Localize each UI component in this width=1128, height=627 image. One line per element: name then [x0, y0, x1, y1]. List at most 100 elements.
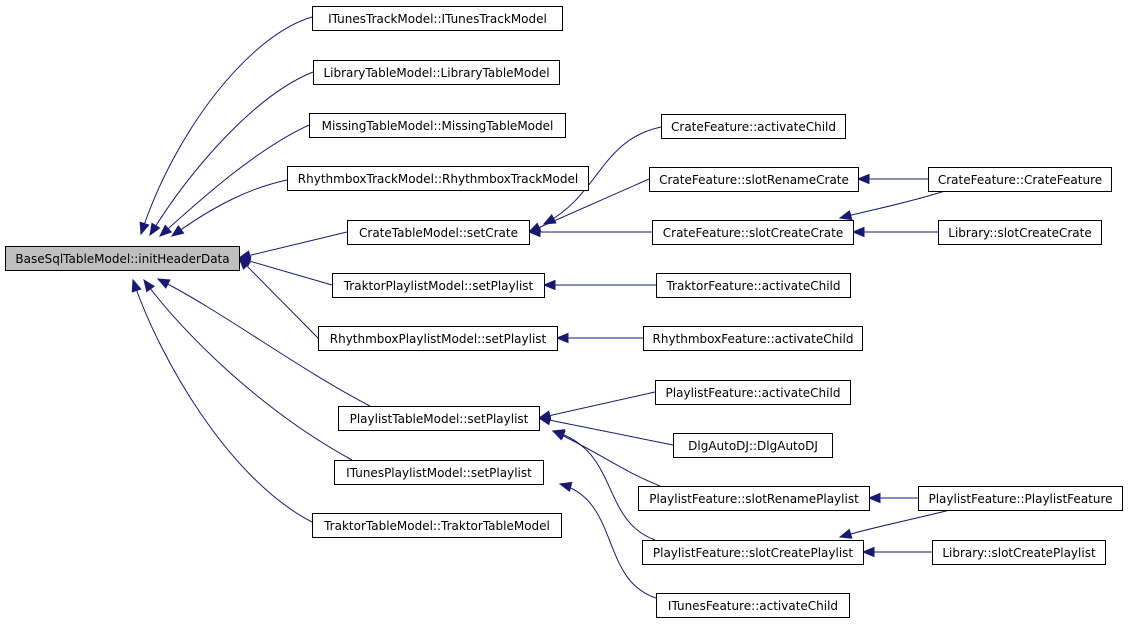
node-crate_set[interactable]: CrateTableModel::setCrate [347, 220, 530, 245]
arrowhead-crate_feature-to-crate_rename [856, 173, 870, 185]
arrowhead-itunes_track-to-root [139, 221, 150, 236]
node-box[interactable] [313, 60, 560, 85]
node-itunes_activate[interactable]: ITunesFeature::activateChild [656, 593, 850, 618]
node-pl_rename[interactable]: PlaylistFeature::slotRenamePlaylist [638, 486, 870, 511]
arrowhead-rhythmbox_track-to-root [170, 225, 185, 237]
edge-traktor_table-to-root [132, 279, 313, 523]
node-crate_feature[interactable]: CrateFeature::CrateFeature [928, 167, 1112, 192]
node-root[interactable]: BaseSqlTableModel::initHeaderData [5, 246, 240, 271]
node-label: Library::slotCreatePlaylist [942, 546, 1096, 560]
node-box[interactable] [338, 406, 540, 431]
arrowhead-rhythmbox_pl-to-root [238, 257, 251, 270]
node-label: RhythmboxFeature::activateChild [653, 332, 854, 346]
node-dlg_autodj[interactable]: DlgAutoDJ::DlgAutoDJ [673, 433, 833, 458]
node-label: DlgAutoDJ::DlgAutoDJ [688, 439, 818, 453]
arrowhead-crate_feature-to-crate_create [838, 209, 853, 221]
node-box[interactable] [312, 6, 563, 31]
edge-rhythmbox_pl-to-root [238, 257, 319, 339]
node-label: PlaylistFeature::PlaylistFeature [928, 492, 1112, 506]
node-box[interactable] [938, 220, 1102, 245]
node-itunes_track[interactable]: ITunesTrackModel::ITunesTrackModel [312, 6, 563, 31]
node-playlist_set[interactable]: PlaylistTableModel::setPlaylist [338, 406, 540, 431]
node-box[interactable] [643, 326, 863, 351]
node-box[interactable] [655, 380, 851, 405]
node-box[interactable] [332, 273, 545, 298]
arrowhead-traktor_table-to-root [131, 278, 142, 293]
node-box[interactable] [334, 460, 544, 485]
node-label: PlaylistFeature::slotCreatePlaylist [653, 546, 854, 560]
node-library_table[interactable]: LibraryTableModel::LibraryTableModel [313, 60, 560, 85]
node-label: CrateTableModel::setCrate [359, 226, 518, 240]
arrowhead-rhythmbox_activate-to-rhythmbox_pl [555, 332, 569, 344]
edge-pl_create-to-playlist_set [552, 430, 656, 541]
edge-rhythmbox_track-to-root [171, 179, 288, 237]
node-itunes_pl[interactable]: ITunesPlaylistModel::setPlaylist [334, 460, 544, 485]
node-box[interactable] [638, 486, 870, 511]
arrowhead-lib_create_crate-to-crate_create [851, 226, 865, 238]
arrowhead-library_table-to-root [149, 222, 161, 237]
node-label: LibraryTableModel::LibraryTableModel [323, 66, 549, 80]
nodes-layer: BaseSqlTableModel::initHeaderData ITunesT… [5, 6, 1123, 618]
arrowhead-pl_feature-to-pl_rename [867, 492, 881, 504]
node-pl_create[interactable]: PlaylistFeature::slotCreatePlaylist [642, 540, 864, 565]
node-crate_rename[interactable]: CrateFeature::slotRenameCrate [649, 167, 859, 192]
node-label: RhythmboxTrackModel::RhythmboxTrackModel [298, 172, 578, 186]
node-box[interactable] [318, 326, 558, 351]
arrowhead-missing_table-to-root [159, 224, 173, 237]
node-pl_feature[interactable]: PlaylistFeature::PlaylistFeature [918, 486, 1123, 511]
node-box[interactable] [649, 167, 859, 192]
node-traktor_pl[interactable]: TraktorPlaylistModel::setPlaylist [332, 273, 545, 298]
node-box[interactable] [309, 113, 566, 138]
edge-crate_feature-to-crate_create [839, 190, 946, 219]
arrowhead-crate_create-to-crate_set [527, 226, 541, 238]
node-rhythmbox_pl[interactable]: RhythmboxPlaylistModel::setPlaylist [318, 326, 558, 351]
edge-crate_set-to-root [238, 231, 348, 259]
node-label: CrateFeature::slotRenameCrate [659, 173, 849, 187]
node-label: CrateFeature::activateChild [671, 120, 836, 134]
edge-playlist_activate-to-playlist_set [538, 391, 656, 419]
node-traktor_table[interactable]: TraktorTableModel::TraktorTableModel [312, 513, 562, 538]
edge-dlg_autodj-to-playlist_set [538, 417, 674, 446]
node-lib_create_pl[interactable]: Library::slotCreatePlaylist [932, 540, 1106, 565]
node-box[interactable] [652, 220, 854, 245]
edge-library_table-to-root [149, 71, 314, 236]
node-box[interactable] [918, 486, 1123, 511]
node-box[interactable] [656, 273, 851, 298]
node-label: PlaylistFeature::slotRenamePlaylist [649, 492, 859, 506]
node-box[interactable] [928, 167, 1112, 192]
node-crate_create[interactable]: CrateFeature::slotCreateCrate [652, 220, 854, 245]
node-box[interactable] [932, 540, 1106, 565]
edge-missing_table-to-root [159, 124, 310, 237]
node-rhythmbox_activate[interactable]: RhythmboxFeature::activateChild [643, 326, 863, 351]
edge-itunes_pl-to-root [143, 279, 353, 461]
node-playlist_activate[interactable]: PlaylistFeature::activateChild [655, 380, 851, 405]
node-label: ITunesFeature::activateChild [668, 599, 838, 613]
node-label: CrateFeature::CrateFeature [938, 173, 1102, 187]
node-label: RhythmboxPlaylistModel::setPlaylist [330, 332, 547, 346]
node-label: ITunesTrackModel::ITunesTrackModel [328, 12, 547, 26]
node-box[interactable] [5, 246, 240, 271]
arrowhead-itunes_pl-to-root [143, 278, 155, 293]
edge-pl_rename-to-playlist_set [552, 430, 661, 487]
node-box[interactable] [642, 540, 864, 565]
node-box[interactable] [312, 513, 562, 538]
node-traktor_activate[interactable]: TraktorFeature::activateChild [656, 273, 851, 298]
node-label: Library::slotCreateCrate [948, 226, 1091, 240]
arrowhead-traktor_activate-to-traktor_pl [542, 279, 556, 291]
node-box[interactable] [287, 166, 589, 191]
arrowhead-lib_create_pl-to-pl_create [861, 546, 875, 558]
node-box[interactable] [661, 114, 846, 139]
node-missing_table[interactable]: MissingTableModel::MissingTableModel [309, 113, 566, 138]
node-box[interactable] [347, 220, 530, 245]
node-lib_create_crate[interactable]: Library::slotCreateCrate [938, 220, 1102, 245]
node-label: MissingTableModel::MissingTableModel [322, 119, 554, 133]
edge-pl_feature-to-pl_create [839, 509, 951, 538]
node-label: BaseSqlTableModel::initHeaderData [15, 252, 229, 266]
node-rhythmbox_track[interactable]: RhythmboxTrackModel::RhythmboxTrackModel [287, 166, 589, 191]
arrowhead-pl_feature-to-pl_create [838, 528, 853, 539]
node-crate_activate[interactable]: CrateFeature::activateChild [661, 114, 846, 139]
node-box[interactable] [656, 593, 850, 618]
arrowhead-pl_create-to-playlist_set [551, 429, 566, 440]
edge-itunes_track-to-root [140, 16, 313, 235]
node-box[interactable] [673, 433, 833, 458]
